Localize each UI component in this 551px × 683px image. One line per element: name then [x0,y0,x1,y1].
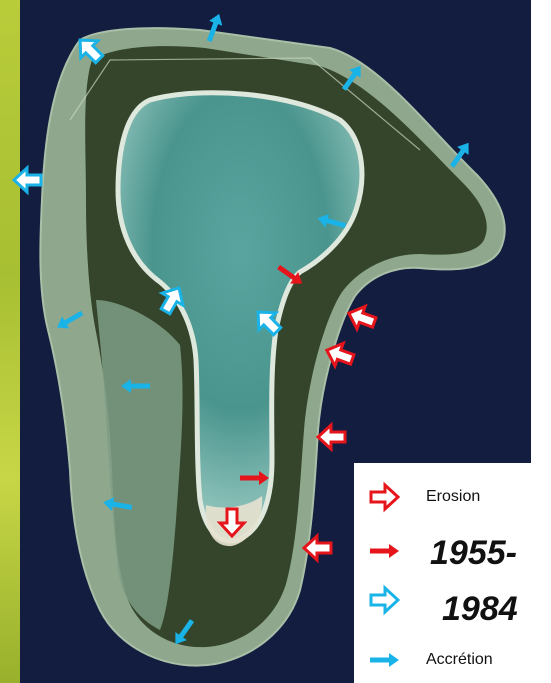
accretion-hollow-arrow-icon [12,166,43,194]
legend-period-start: 1955- [430,534,517,572]
legend-accretion-solid-arrow-icon [370,653,399,667]
legend-erosion-label: Erosion [426,488,481,505]
legend-accretion-hollow-arrow-icon [369,586,400,614]
legend-accretion-label: Accrétion [426,651,493,668]
decorative-side-strip [0,0,20,683]
legend-erosion-solid-arrow-icon [370,544,399,558]
lagoon [115,90,365,544]
legend-period-end: 1984 [442,590,518,628]
legend: Erosion 1955- 1984 Accrétion [354,463,531,683]
airstrip [69,57,421,151]
erosion-hollow-arrow-icon [316,423,347,451]
west-reef-flat [96,300,183,630]
legend-erosion-hollow-arrow-icon [369,483,400,511]
